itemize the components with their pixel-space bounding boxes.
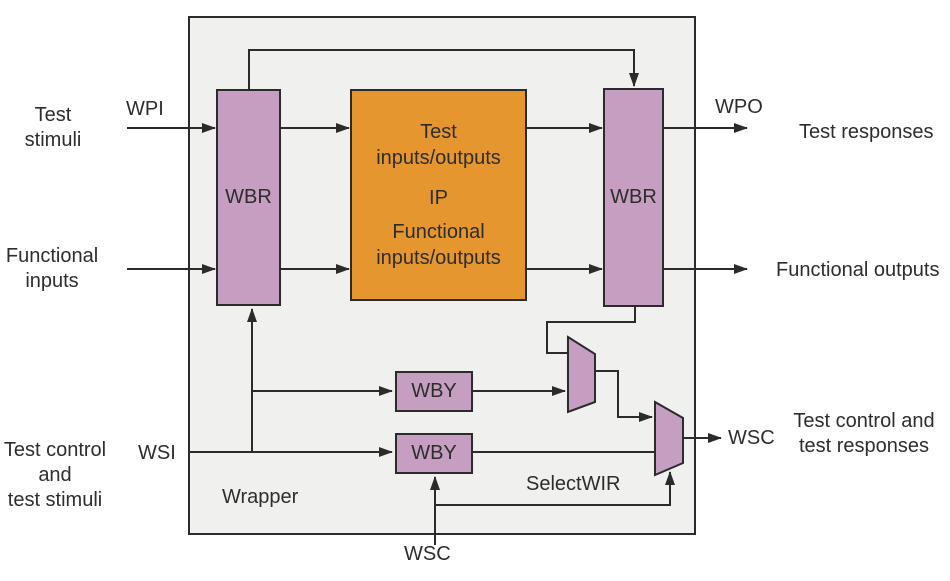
mux-1-shape	[567, 335, 596, 414]
test-control-responses-label: Test control and test responses	[793, 410, 935, 457]
ip-core-box: Test inputs/outputs IP Functional inputs…	[350, 89, 527, 301]
wsc-input-label: WSC	[404, 543, 451, 565]
ip-functional-io-label: Functional inputs/outputs	[376, 221, 501, 269]
ip-label: IP	[429, 187, 448, 209]
ip-test-io-label: Test inputs/outputs	[376, 121, 501, 169]
wby-upper-label: WBY	[411, 380, 457, 402]
functional-outputs-label: Functional outputs	[776, 259, 940, 281]
wby-lower-box: WBY	[395, 433, 473, 474]
wrapper-label: Wrapper	[222, 486, 299, 508]
wpi-label: WPI	[126, 98, 164, 120]
wsi-label: WSI	[138, 442, 176, 464]
wire-wbrR-to-mux1	[546, 307, 636, 354]
wby-upper-box: WBY	[395, 371, 473, 412]
wire-selectwir	[435, 471, 675, 506]
wbr-right-box: WBR	[603, 88, 664, 307]
wpo-label: WPO	[715, 96, 763, 118]
wire-mux1-to-mux2	[595, 370, 653, 422]
wby-lower-label: WBY	[411, 442, 457, 464]
wire-wbr-feedback	[248, 49, 639, 89]
wbr-left-box: WBR	[216, 89, 281, 306]
mux-2-shape	[654, 400, 684, 477]
test-responses-label: Test responses	[799, 121, 934, 143]
test-control-stimuli-label: Test control and test stimuli	[3, 439, 107, 511]
functional-inputs-label: Functional inputs	[5, 245, 99, 292]
selectwir-label: SelectWIR	[526, 473, 621, 495]
wsc-output-label: WSC	[728, 427, 775, 449]
wbr-left-label: WBR	[225, 186, 272, 208]
wbr-right-label: WBR	[610, 186, 657, 208]
test-stimuli-label: Test stimuli	[24, 104, 82, 151]
